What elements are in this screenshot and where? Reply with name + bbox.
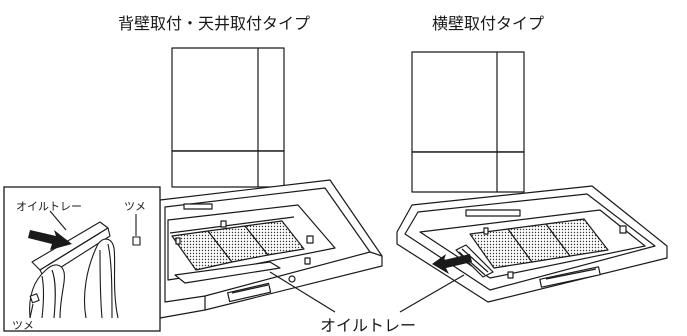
oil-tray-leader-right	[399, 274, 465, 313]
left-filter-3	[244, 220, 305, 256]
right-filter-3	[545, 218, 609, 257]
right-duct-cover-lower	[411, 151, 525, 193]
push-arrow-icon	[28, 230, 72, 250]
inset-claw-bottom-label: ツメ	[12, 319, 34, 332]
inset-claw-top	[132, 236, 141, 246]
left-duct-cover-lower	[171, 150, 285, 188]
left-duct-cover-upper	[171, 47, 285, 152]
right-hood-title: 横壁取付タイプ	[432, 14, 545, 33]
inset-claw-top-label: ツメ	[124, 200, 146, 213]
inset-right-hand	[83, 238, 119, 319]
right-duct-cover-upper	[411, 51, 525, 153]
left-oil-tray	[174, 261, 281, 284]
oil-tray-leader-left	[269, 271, 336, 313]
oil-tray-label: オイルトレー	[320, 316, 417, 335]
right-hood	[396, 51, 668, 303]
left-hood	[159, 47, 383, 319]
pull-arrow-icon	[432, 254, 472, 274]
inset-left-hand	[29, 264, 65, 319]
left-hood-title: 背壁取付・天井取付タイプ	[118, 14, 311, 33]
inset-oil-tray-label: オイルトレー	[16, 200, 82, 213]
inset-panel	[3, 186, 161, 332]
inset-claw-bottom	[29, 293, 40, 304]
